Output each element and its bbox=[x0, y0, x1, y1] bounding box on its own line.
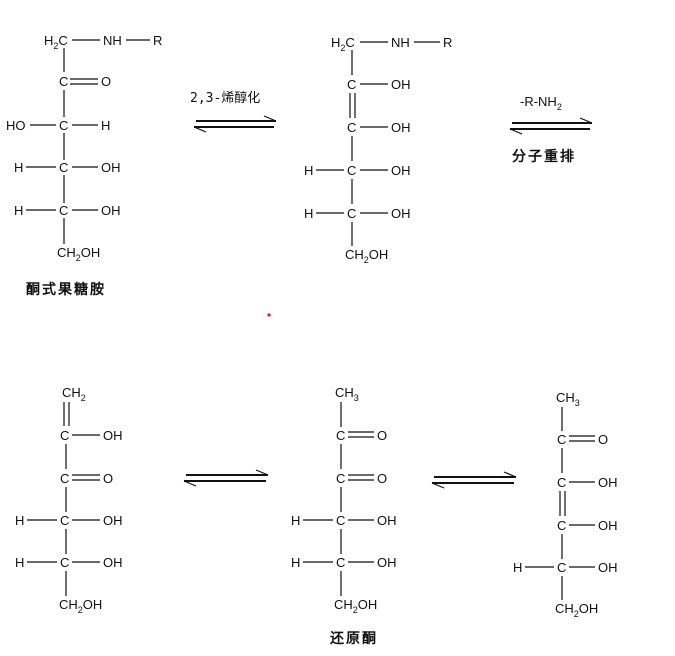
oxygen-label: O bbox=[377, 428, 387, 443]
oh-label: OH bbox=[103, 513, 123, 528]
structure-reductone-enediol: CH3 C O C OH C OH H C OH CH2OH bbox=[513, 390, 618, 619]
carbon-label: C bbox=[336, 513, 345, 528]
h-label: H bbox=[304, 206, 313, 221]
ch3-label: CH3 bbox=[556, 390, 580, 408]
carbon-label: C bbox=[336, 555, 345, 570]
carbon-label: C bbox=[60, 428, 69, 443]
oh-label: OH bbox=[103, 555, 123, 570]
compound-name-amadori: 酮式果糖胺 bbox=[26, 281, 106, 298]
nh-label: NH bbox=[391, 35, 410, 50]
equilibrium-arrow-rearrangement: -R-NH2 分子重排 bbox=[509, 94, 593, 165]
carbon-label: C bbox=[336, 471, 345, 486]
h-label: H bbox=[513, 560, 522, 575]
carbon-label: C bbox=[347, 120, 356, 135]
stray-dot bbox=[267, 313, 271, 317]
r-label: R bbox=[443, 35, 452, 50]
structure-enediol: H2C NH R C OH C OH H C OH H C OH CH2OH bbox=[304, 35, 452, 265]
oh-label: OH bbox=[101, 160, 121, 175]
h-label: H bbox=[101, 118, 110, 133]
oh-label: OH bbox=[101, 203, 121, 218]
forward-arrowhead bbox=[263, 115, 277, 122]
carbon-label: C bbox=[557, 560, 566, 575]
h-label: H bbox=[304, 163, 313, 178]
ch3-label: CH3 bbox=[335, 385, 359, 403]
carbon-label: C bbox=[347, 163, 356, 178]
carbon-label: C bbox=[60, 471, 69, 486]
carbon-label: C bbox=[59, 118, 68, 133]
oh-label: OH bbox=[391, 206, 411, 221]
oh-label: OH bbox=[598, 475, 618, 490]
oh-label: OH bbox=[377, 555, 397, 570]
structure-amadori-ketose: H2C NH R C O HO C H H C OH H C OH CH2OH … bbox=[6, 33, 162, 298]
carbon-label: C bbox=[59, 74, 68, 89]
nh-label: NH bbox=[103, 33, 122, 48]
carbon-label: C bbox=[347, 77, 356, 92]
compound-name-reductone: 还原酮 bbox=[329, 630, 378, 647]
oh-label: OH bbox=[391, 163, 411, 178]
h-label: H bbox=[14, 203, 23, 218]
h-label: H bbox=[291, 555, 300, 570]
forward-arrowhead bbox=[503, 471, 517, 478]
carbon-label: C bbox=[59, 160, 68, 175]
oxygen-label: O bbox=[598, 432, 608, 447]
oh-label: OH bbox=[377, 513, 397, 528]
reverse-arrowhead bbox=[431, 482, 445, 489]
ch2oh-label: CH2OH bbox=[555, 601, 598, 619]
h-label: H bbox=[291, 513, 300, 528]
equilibrium-arrow-3 bbox=[183, 469, 269, 487]
equilibrium-arrow-4 bbox=[431, 471, 517, 489]
carbon-label: C bbox=[336, 428, 345, 443]
h2c-label: H2C bbox=[331, 35, 355, 53]
reverse-arrowhead bbox=[509, 128, 523, 135]
reverse-arrowhead bbox=[183, 480, 197, 487]
ho-label: HO bbox=[6, 118, 26, 133]
carbon-label: C bbox=[59, 203, 68, 218]
equilibrium-arrow-enolization: 2,3-烯醇化 bbox=[190, 90, 277, 133]
carbon-label: C bbox=[60, 555, 69, 570]
carbon-label: C bbox=[557, 518, 566, 533]
ch2oh-label: CH2OH bbox=[334, 597, 377, 615]
oxygen-label: O bbox=[103, 471, 113, 486]
carbon-label: C bbox=[557, 475, 566, 490]
ch2oh-label: CH2OH bbox=[345, 247, 388, 265]
carbon-label: C bbox=[557, 432, 566, 447]
oxygen-label: O bbox=[377, 471, 387, 486]
h2c-label: H2C bbox=[44, 33, 68, 51]
oh-label: OH bbox=[391, 77, 411, 92]
structure-enol-ketone: CH2 C OH C O H C OH H C OH CH2OH bbox=[15, 385, 123, 615]
reverse-arrowhead bbox=[193, 126, 207, 133]
enolization-label: 2,3-烯醇化 bbox=[190, 90, 260, 106]
oh-label: OH bbox=[391, 120, 411, 135]
oxygen-label: O bbox=[101, 74, 111, 89]
carbon-label: C bbox=[347, 206, 356, 221]
structure-reductone-diketone: CH3 C O C O H C OH H C OH CH2OH 还原酮 bbox=[291, 385, 397, 647]
ch2-label: CH2 bbox=[62, 385, 86, 403]
forward-arrowhead bbox=[579, 117, 593, 124]
carbon-label: C bbox=[60, 513, 69, 528]
h-label: H bbox=[15, 513, 24, 528]
oh-label: OH bbox=[103, 428, 123, 443]
oh-label: OH bbox=[598, 518, 618, 533]
reagent-label: -R-NH2 bbox=[520, 94, 562, 112]
r-label: R bbox=[153, 33, 162, 48]
oh-label: OH bbox=[598, 560, 618, 575]
h-label: H bbox=[14, 160, 23, 175]
ch2oh-label: CH2OH bbox=[59, 597, 102, 615]
ch2oh-label: CH2OH bbox=[57, 245, 100, 263]
h-label: H bbox=[15, 555, 24, 570]
rearrangement-label: 分子重排 bbox=[512, 148, 576, 165]
forward-arrowhead bbox=[255, 469, 269, 476]
